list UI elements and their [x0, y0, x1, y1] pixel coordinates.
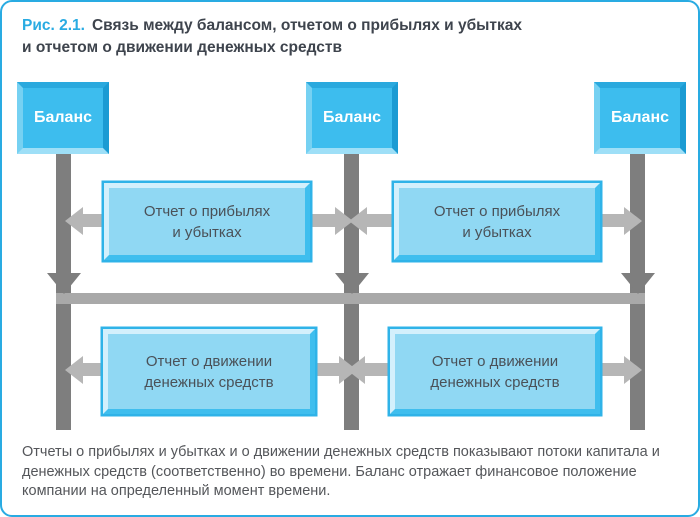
- cashflow-statement-label-line1: Отчет о движении: [145, 352, 273, 370]
- balance-box-label: Баланс: [322, 109, 382, 126]
- cashflow-statement-label-line1: Отчет о движении: [431, 352, 559, 370]
- balance-box-label: Баланс: [33, 109, 93, 126]
- cashflow-statement-label-line2: денежных средств: [144, 373, 274, 391]
- figure-title-line1: Связь между балансом, отчетом о прибылях…: [91, 17, 523, 34]
- left-arrow-icon: [81, 363, 104, 376]
- income-statement-label-line2: и убытках: [172, 223, 242, 241]
- down-arrow-icon: [47, 273, 81, 294]
- figure-title-line2: и отчетом о движении денежных средств: [22, 39, 342, 56]
- right-arrow-icon: [599, 214, 624, 227]
- down-arrow-icon: [335, 273, 369, 294]
- left-arrow-icon: [365, 214, 395, 227]
- right-arrow-icon: [599, 363, 624, 376]
- right-arrow-icon: [624, 207, 642, 235]
- left-arrow-icon: [65, 356, 83, 384]
- income-statement-box-right: Отчет о прибылях и убытках: [394, 183, 600, 260]
- horizontal-timeline-bar: [56, 293, 645, 304]
- balance-box-right: Баланс: [594, 82, 686, 154]
- down-arrow-icon: [621, 273, 655, 294]
- balance-box-left: Баланс: [17, 82, 109, 154]
- left-arrow-icon: [349, 207, 367, 235]
- left-arrow-icon: [363, 363, 391, 376]
- cashflow-statement-label-line2: денежных средств: [430, 373, 560, 391]
- figure-title: Рис. 2.1. Связь между балансом, отчетом о…: [22, 15, 622, 59]
- figure-number-label: Рис. 2.1.: [22, 17, 85, 34]
- income-statement-label-line1: Отчет о прибылях: [433, 202, 561, 220]
- income-statement-label-line1: Отчет о прибылях: [143, 202, 271, 220]
- right-arrow-icon: [335, 207, 353, 235]
- balance-box-middle: Баланс: [306, 82, 398, 154]
- left-arrow-icon: [81, 214, 105, 227]
- left-arrow-icon: [347, 356, 365, 384]
- right-arrow-icon: [624, 356, 642, 384]
- income-statement-label-line2: и убытках: [462, 223, 532, 241]
- income-statement-box-left: Отчет о прибылях и убытках: [104, 183, 310, 260]
- left-arrow-icon: [65, 207, 83, 235]
- right-arrow-icon: [314, 363, 339, 376]
- right-arrow-icon: [309, 214, 335, 227]
- figure-caption: Отчеты о прибылях и убытках и о движении…: [22, 444, 660, 499]
- balance-box-label: Баланс: [610, 109, 670, 126]
- cashflow-statement-box-left: Отчет о движении денежных средств: [103, 329, 315, 414]
- cashflow-statement-box-right: Отчет о движении денежных средств: [390, 329, 600, 414]
